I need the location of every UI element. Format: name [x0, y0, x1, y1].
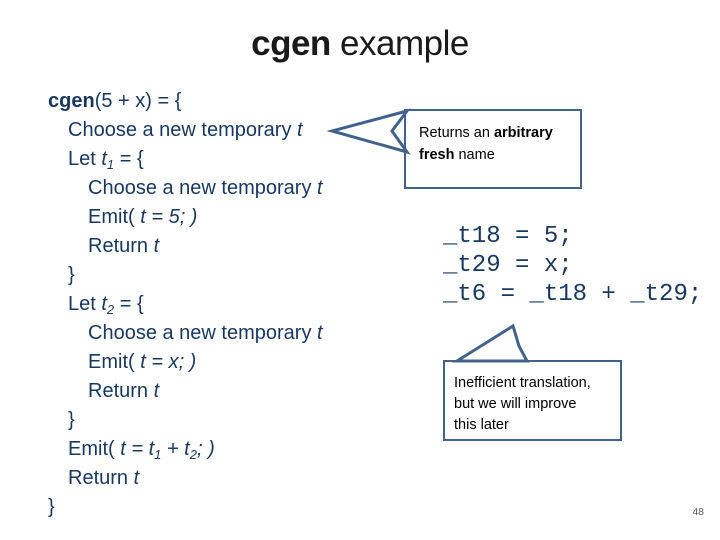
text-segment: }: [68, 264, 75, 286]
text-segment: t: [317, 177, 323, 199]
pseudocode-line: Emit( t = x; ): [48, 348, 323, 377]
callout-inefficient-text: Inefficient translation, but we will impr…: [454, 373, 620, 436]
text-segment: Let: [68, 293, 102, 315]
text-segment: 1: [106, 157, 115, 172]
text-segment: = {: [114, 293, 144, 315]
text-segment: t: [120, 438, 126, 460]
text-segment: cgen: [48, 90, 95, 112]
text-segment: name: [454, 147, 495, 163]
text-segment: t: [153, 380, 160, 402]
text-segment: ; ): [196, 438, 215, 460]
text-segment: t: [148, 438, 155, 460]
text-segment: t: [101, 148, 107, 170]
text-segment: Returns an: [419, 125, 494, 141]
text-segment: Choose a new temporary: [68, 119, 298, 141]
pseudocode-line: Return t: [48, 464, 323, 493]
text-segment: Emit(: [88, 351, 141, 373]
text-segment: Return: [88, 380, 154, 402]
slide-title-emphasis: cgen: [251, 24, 331, 63]
text-segment: t: [297, 119, 303, 141]
generated-code-line: _t6 = _t18 + _t29;: [443, 281, 703, 308]
text-segment: Let: [68, 148, 102, 170]
pseudocode-line: Emit( t = t1 + t2; ): [48, 435, 323, 464]
callout-line: this later: [454, 417, 509, 433]
text-segment: t: [317, 322, 323, 344]
pseudocode-line: }: [48, 406, 323, 435]
text-segment: 2: [106, 302, 115, 317]
text-segment: Choose a new temporary: [88, 322, 318, 344]
pseudocode-line: cgen(5 + x) = {: [48, 87, 323, 116]
pseudocode-line: Choose a new temporary t: [48, 319, 323, 348]
text-segment: }: [48, 496, 55, 518]
pseudocode-line: Choose a new temporary t: [48, 174, 323, 203]
text-segment: +: [161, 438, 185, 460]
text-segment: t: [153, 235, 160, 257]
pseudocode-line: Let t2 = {: [48, 290, 323, 319]
generated-code-line: _t18 = 5;: [443, 223, 573, 250]
callout-fresh-name-pointer-icon: [326, 108, 411, 155]
text-segment: Return: [68, 467, 134, 489]
slide-title: cgen example: [0, 24, 720, 64]
text-segment: =: [125, 438, 149, 460]
text-segment: t = x; ): [140, 351, 197, 373]
generated-code-block: _t18 = 5;_t29 = x;_t6 = _t18 + _t29;: [443, 222, 702, 309]
callout-line: fresh name: [419, 144, 580, 166]
pseudocode-line: }: [48, 261, 323, 290]
text-segment: t = 5; ): [140, 206, 198, 228]
text-segment: Return: [88, 235, 154, 257]
generated-code-line: _t29 = x;: [443, 252, 573, 279]
text-segment: Emit(: [88, 206, 141, 228]
callout-line: Returns an arbitrary: [419, 122, 580, 144]
pseudocode-line: }: [48, 493, 323, 522]
slide-title-rest: example: [330, 24, 469, 63]
callout-inefficient-pointer-icon: [451, 323, 530, 363]
text-segment: 2: [189, 447, 197, 462]
pseudocode-line: Return t: [48, 232, 323, 261]
text-segment: fresh: [419, 147, 455, 163]
text-segment: (5 + x) = {: [94, 90, 182, 112]
pseudocode-line: Let t1 = {: [48, 145, 323, 174]
text-segment: }: [68, 409, 75, 431]
text-segment: t: [101, 293, 107, 315]
pseudocode-line: Choose a new temporary t: [48, 116, 323, 145]
text-segment: t: [184, 438, 190, 460]
callout-inefficient-box: Inefficient translation, but we will impr…: [443, 360, 622, 441]
text-segment: arbitrary: [493, 125, 553, 141]
pseudocode-line: Return t: [48, 377, 323, 406]
text-segment: 1: [154, 447, 162, 462]
text-segment: Emit(: [68, 438, 121, 460]
page-number: 48: [692, 506, 704, 518]
text-segment: t: [133, 467, 140, 489]
callout-line: but we will improve: [454, 396, 577, 412]
callout-line: Inefficient translation,: [454, 375, 591, 391]
text-segment: Choose a new temporary: [88, 177, 318, 199]
pseudocode-line: Emit( t = 5; ): [48, 203, 323, 232]
text-segment: = {: [114, 148, 144, 170]
